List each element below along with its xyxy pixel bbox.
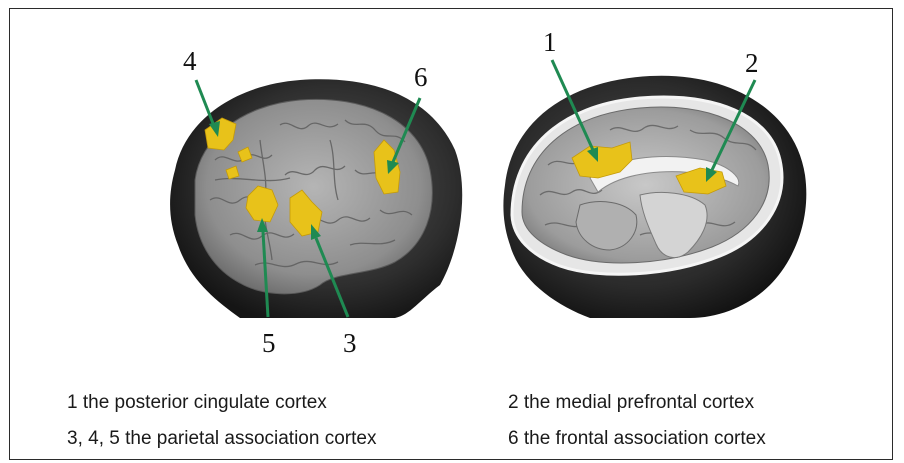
label-2: 2: [745, 48, 759, 78]
lateral-brain-view: [170, 79, 462, 318]
label-1: 1: [543, 27, 557, 57]
legend-item-medial-prefrontal: 2 the medial prefrontal cortex: [508, 392, 754, 414]
medial-brain-view: [503, 76, 806, 318]
legend-item-parietal-association: 3, 4, 5 the parietal association cortex: [67, 428, 376, 450]
legend-item-posterior-cingulate: 1 the posterior cingulate cortex: [67, 392, 327, 414]
legend-item-frontal-association: 6 the frontal association cortex: [508, 428, 766, 450]
label-4: 4: [183, 46, 197, 76]
label-6: 6: [414, 62, 428, 92]
label-3: 3: [343, 328, 357, 358]
label-5: 5: [262, 328, 276, 358]
